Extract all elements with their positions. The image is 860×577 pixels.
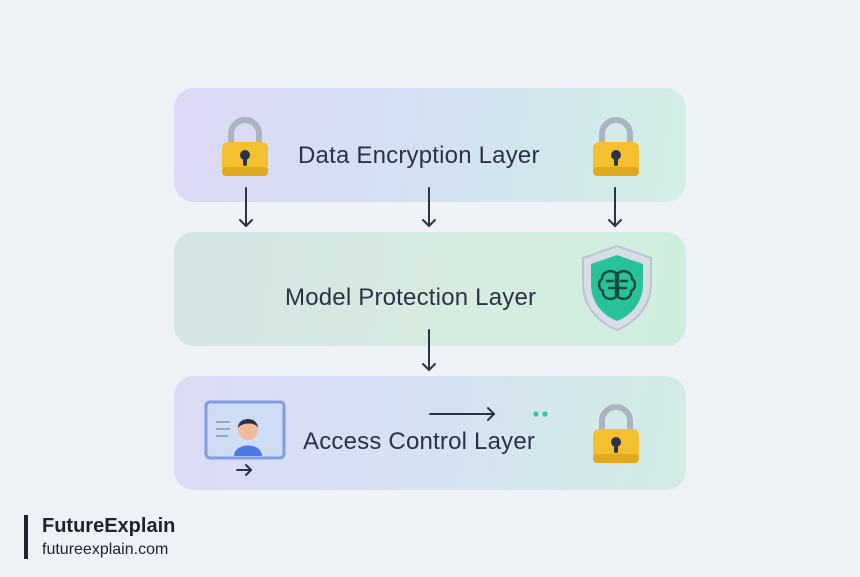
arrow-down-icon bbox=[422, 187, 436, 227]
brand-bar bbox=[24, 515, 28, 559]
lock-icon bbox=[593, 404, 639, 463]
lock-icon bbox=[222, 117, 268, 176]
layer-label: Access Control Layer bbox=[303, 428, 536, 455]
brand-url: futureexplain.com bbox=[42, 541, 169, 558]
lock-icon bbox=[593, 117, 639, 176]
layer-label: Model Protection Layer bbox=[285, 284, 537, 311]
shield-brain-icon bbox=[582, 244, 652, 332]
user-profile-card-icon bbox=[204, 400, 286, 476]
arrow-right-icon bbox=[429, 407, 495, 421]
arrow-down-icon bbox=[239, 187, 253, 227]
status-dots-icon bbox=[533, 411, 548, 417]
arrow-down-icon bbox=[608, 187, 622, 227]
arrow-down-icon bbox=[422, 329, 436, 371]
brand-name: FutureExplain bbox=[42, 515, 176, 537]
layer-label: Data Encryption Layer bbox=[298, 142, 540, 169]
